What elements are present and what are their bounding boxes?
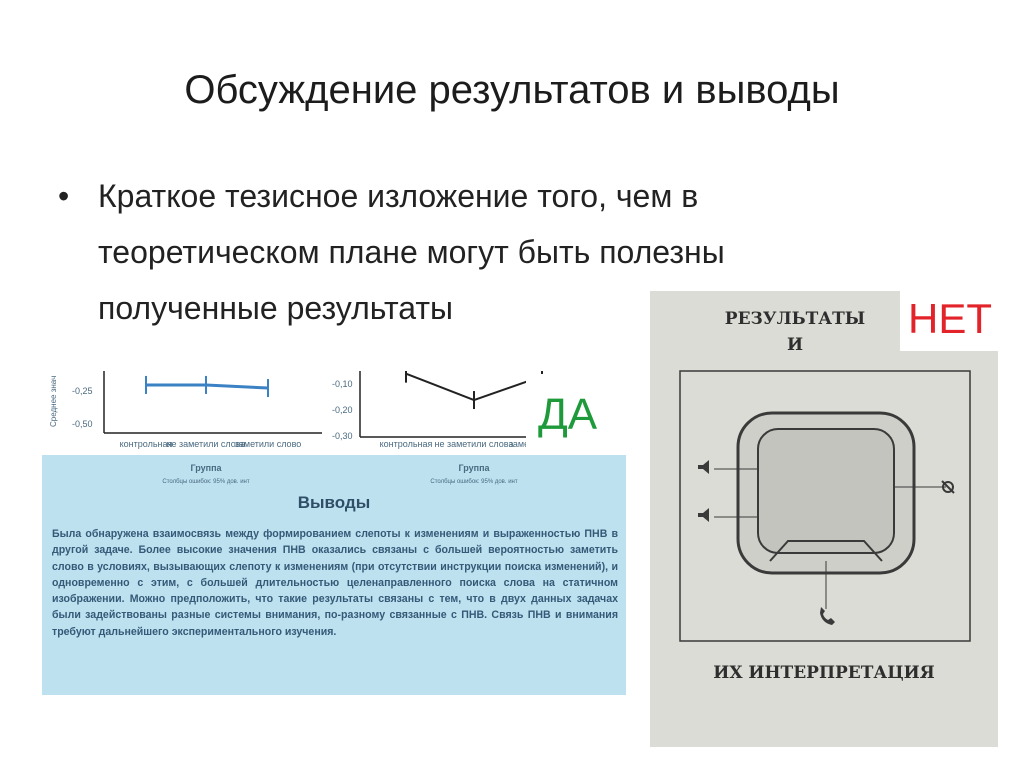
left-chart-xtick: заметили слово [235,439,302,449]
left-chart-xtick: контрольная [120,439,173,449]
speakerphone-diagram [679,370,971,642]
bullet-dot: • [58,178,70,214]
right-chart-xlabel: Группа [458,463,490,473]
photo-title-line2: И [786,335,804,355]
photo-title-line3: ИХ ИНТЕРПРЕТАЦИЯ [713,663,935,683]
conclusions-text: Была обнаружена взаимосвязь между формир… [52,528,618,638]
no-label: НЕТ [908,295,992,342]
slide-title: Обсуждение результатов и выводы [184,68,840,112]
bullet-line-1: Краткое тезисное изложение того, чем в [98,178,699,214]
no-label-box: НЕТ [900,291,998,351]
left-chart-xtick: не заметили слова [167,439,246,449]
yes-label-box: ДА [526,374,626,454]
diagram-frame [679,370,971,642]
poster-charts-svg: Среднее знач -0,25 -0,50 контрольная не … [49,371,575,485]
right-chart-xtick: не заметили слова [435,439,514,449]
left-chart-footnote: Столбцы ошибок: 95% дов. инт [162,479,250,485]
right-chart-ytick: -0,10 [332,379,353,389]
left-chart-ylabel: Среднее знач [49,376,58,427]
left-chart-series [145,375,269,398]
right-chart-xtick: контрольная [380,439,433,449]
bullet-line-2: теоретическом плане могут быть полезны [98,234,725,270]
volume-up-icon [698,460,709,474]
conclusions-heading: Выводы [297,493,371,512]
printed-page-photo: РЕЗУЛЬТАТЫ И ИХ ИНТЕРПРЕТАЦИЯ [650,291,998,747]
bullet-item: • Краткое тезисное изложение того, чем в… [58,168,958,336]
right-chart-footnote: Столбцы ошибок: 95% дов. инт [430,479,518,485]
poster-screenshot: Среднее знач -0,25 -0,50 контрольная не … [42,371,626,695]
yes-label: ДА [538,390,598,439]
right-chart-series [405,371,543,410]
phone-icon [820,607,835,625]
right-chart-ytick: -0,20 [332,405,353,415]
speaker-grille [757,428,895,554]
bullet-list: • Краткое тезисное изложение того, чем в… [58,168,958,336]
bullet-line-3: полученные результаты [98,290,453,326]
mute-icon [942,481,954,493]
volume-down-icon [698,508,709,522]
left-chart-xlabel: Группа [190,463,222,473]
left-chart-ytick: -0,25 [72,386,93,396]
photo-title-line1: РЕЗУЛЬТАТЫ [724,309,866,329]
right-chart-ytick: -0,30 [332,431,353,441]
left-chart-ytick: -0,50 [72,419,93,429]
phone-button-area [769,540,883,562]
